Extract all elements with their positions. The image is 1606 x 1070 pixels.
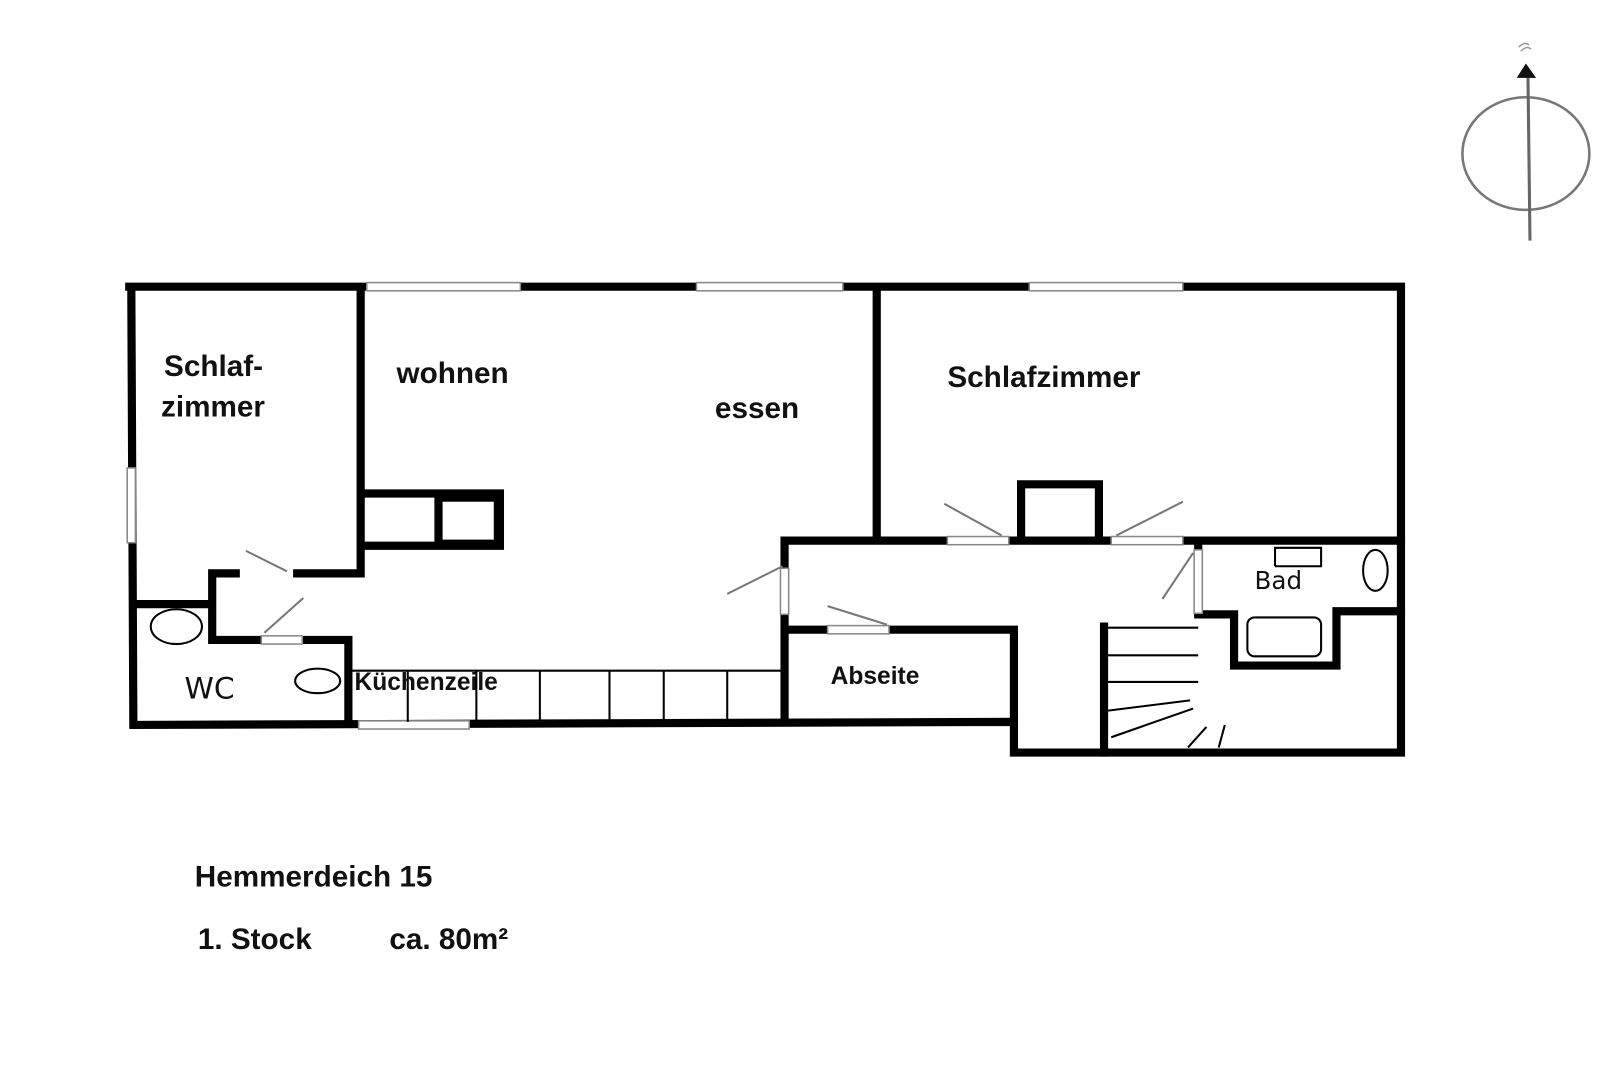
wc-sink: [294, 667, 342, 695]
caption-area: ca. 80m²: [389, 923, 508, 956]
compass-north-arrow-icon: [1461, 42, 1591, 241]
interior-walls: [129, 286, 1406, 757]
label-schlafzimmer-right: Schlafzimmer: [947, 361, 1140, 394]
staircase: [1108, 626, 1226, 749]
kitchen-counter: [350, 669, 784, 722]
bad-sink: [1274, 546, 1323, 568]
label-wc: WC: [185, 671, 235, 706]
windows: [126, 281, 1184, 730]
fixtures: [149, 546, 1389, 695]
bad-toilet: [1362, 548, 1389, 592]
caption-address: Hemmerdeich 15: [195, 861, 433, 894]
label-kuechenzeile: Küchenzeile: [355, 669, 498, 696]
outer-walls: [125, 282, 1406, 757]
door-swings: [245, 500, 1204, 645]
label-schlafzimmer-left-2: zimmer: [161, 391, 265, 424]
label-abseite: Abseite: [831, 663, 920, 690]
label-bad: Bad: [1255, 566, 1302, 595]
label-schlafzimmer-left-1: Schlaf-: [164, 350, 263, 383]
wc-toilet: [149, 608, 203, 646]
caption-floor: 1. Stock: [198, 923, 312, 956]
bad-tub: [1246, 616, 1323, 658]
label-essen: essen: [715, 392, 799, 425]
label-wohnen: wohnen: [396, 357, 509, 390]
